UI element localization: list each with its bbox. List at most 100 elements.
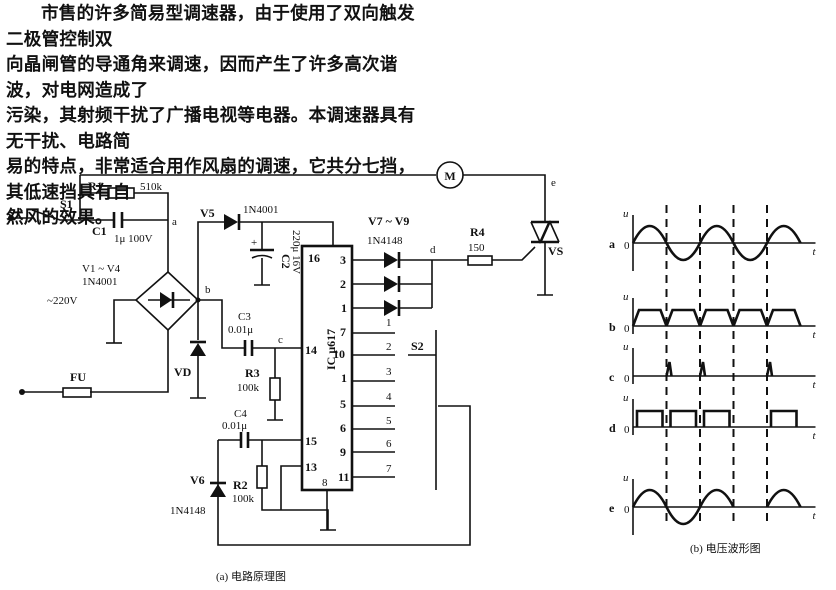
- c1-label: C1: [92, 224, 107, 238]
- ic-pin-1b: 1: [341, 371, 347, 385]
- zener-vd: [190, 343, 206, 356]
- c2-ground: [254, 258, 270, 286]
- v5-label: V5: [200, 206, 215, 220]
- ic-pin-10: 10: [333, 347, 345, 361]
- ic-pin-1: 1: [341, 301, 347, 315]
- r2-value: 100k: [232, 493, 255, 505]
- bridge-left-wire: [113, 299, 136, 343]
- s2-pos-4: 4: [386, 391, 392, 403]
- trace-label-c: c: [609, 370, 615, 384]
- ic-pin-16: 16: [308, 251, 320, 265]
- triac-body: [530, 220, 560, 244]
- ic-pin-11: 11: [338, 470, 349, 484]
- mains-label: ~220V: [47, 295, 77, 307]
- ic-label: IC μ617: [324, 329, 338, 370]
- c2-plate-bottom: [251, 254, 273, 259]
- r4-to-gate-wire: [492, 246, 536, 261]
- r1-lead-right: [134, 192, 169, 220]
- intro-line-2: 向晶闸管的导通角来调速，因而产生了许多高次谐波，对电网造成了: [6, 55, 398, 101]
- trace-label-a: a: [609, 237, 615, 251]
- diode-v6: [210, 484, 226, 497]
- intro-line-4: 易的特点，非常适合用作风扇的调速，它共分七挡，其低速挡具有自: [6, 157, 416, 203]
- motor-to-triac-wire: [463, 174, 546, 222]
- diode-v5: [224, 214, 238, 230]
- origin-label-a: 0: [624, 240, 630, 252]
- switch-s2[interactable]: [408, 330, 437, 490]
- v6-label: V6: [190, 473, 205, 487]
- y-axis-label-c: u: [623, 341, 629, 353]
- resistor-r2: [256, 465, 268, 489]
- s2-pos-7: 7: [386, 463, 392, 475]
- r3-value: 100k: [237, 382, 260, 394]
- s2-label: S2: [411, 339, 424, 353]
- s2-pos-3: 3: [386, 366, 392, 378]
- capacitor-c4: [239, 432, 250, 448]
- s2-pos-1: 1: [386, 317, 392, 329]
- intro-paragraph: 市售的许多简易型调速器，由于使用了双向触发二极管控制双 向晶闸管的导通角来调速，…: [6, 2, 426, 232]
- switch-s1: [31, 209, 80, 221]
- motor-label: M: [444, 169, 455, 183]
- ic-right-pins: 3 2 1 7 10 1 5 6 9 11: [333, 253, 395, 484]
- c1-value: 1μ 100V: [114, 233, 153, 245]
- diode-input-wires: [352, 259, 384, 309]
- r1-label: R1: [88, 179, 103, 193]
- diodes-v7-v9: V7 ~ V9 1N4148: [367, 214, 468, 316]
- c4-value: 0.01μ: [222, 420, 247, 432]
- pulse-c-1: [665, 361, 673, 377]
- ic-pin-3: 3: [340, 253, 346, 267]
- node-c-label: c: [278, 334, 283, 346]
- circuit-caption: (a) 电路原理图: [216, 570, 286, 583]
- ic-pin-8: 8: [322, 477, 328, 489]
- s2-pos-6: 6: [386, 438, 392, 450]
- c4-label: C4: [234, 408, 247, 420]
- capacitor-c3: [243, 340, 254, 356]
- triac-ground: [537, 242, 553, 296]
- b-to-c3-wire: [198, 299, 244, 349]
- node-b-label: b: [205, 284, 211, 296]
- wave-b: [631, 308, 802, 327]
- pulse-c-4: [765, 361, 774, 377]
- r2-ground-wire: [261, 488, 336, 531]
- c3-value: 0.01μ: [228, 324, 253, 336]
- ic-pin-13: 13: [305, 460, 317, 474]
- origin-label-d: 0: [624, 424, 630, 436]
- r4-label: R4: [470, 225, 485, 239]
- vd-ground: [190, 356, 206, 399]
- intro-line-5: 然风的效果。: [6, 208, 113, 228]
- s2-pos-2: 2: [386, 341, 392, 353]
- trace-label-b: b: [609, 320, 616, 334]
- x-axis-label-b: t: [813, 329, 817, 341]
- y-axis-label-d: u: [623, 392, 629, 404]
- wave-a: [631, 224, 802, 262]
- v7-value: 1N4148: [367, 235, 403, 247]
- bridge-bottom-wire: [90, 330, 169, 393]
- bridge-value: 1N4001: [82, 276, 117, 288]
- v6-return-wire: [217, 405, 471, 546]
- triac-vs: VS: [530, 220, 564, 296]
- ic-pin-9: 9: [340, 445, 346, 459]
- r4-value: 150: [468, 242, 485, 254]
- node-d-label: d: [430, 244, 436, 256]
- fuse-label: FU: [70, 370, 86, 384]
- motor: M: [436, 161, 464, 189]
- pulse-c-2: [698, 361, 707, 377]
- node-a-label: a: [172, 216, 177, 228]
- intro-line-3: 污染，其射频干扰了广播电视等电器。本调速器具有无干扰、电路简: [6, 106, 416, 152]
- fuse-fu: [62, 387, 92, 398]
- trace-label-e: e: [609, 501, 615, 515]
- x-axis-label-e: t: [813, 510, 817, 522]
- x-axis-label-d: t: [813, 430, 817, 442]
- y-axis-label-e: u: [623, 472, 629, 484]
- c2-label: C2: [279, 254, 293, 269]
- pin13-wire: [280, 465, 302, 510]
- ic-pin-15: 15: [305, 434, 317, 448]
- resistor-r1: [107, 187, 135, 199]
- ic-pin-2: 2: [340, 277, 346, 291]
- diode-v7-v9-icons: [384, 252, 398, 316]
- origin-label-e: 0: [624, 504, 630, 516]
- r2-label: R2: [233, 478, 248, 492]
- wave-e: [631, 488, 802, 526]
- node-e-label: e: [551, 177, 556, 189]
